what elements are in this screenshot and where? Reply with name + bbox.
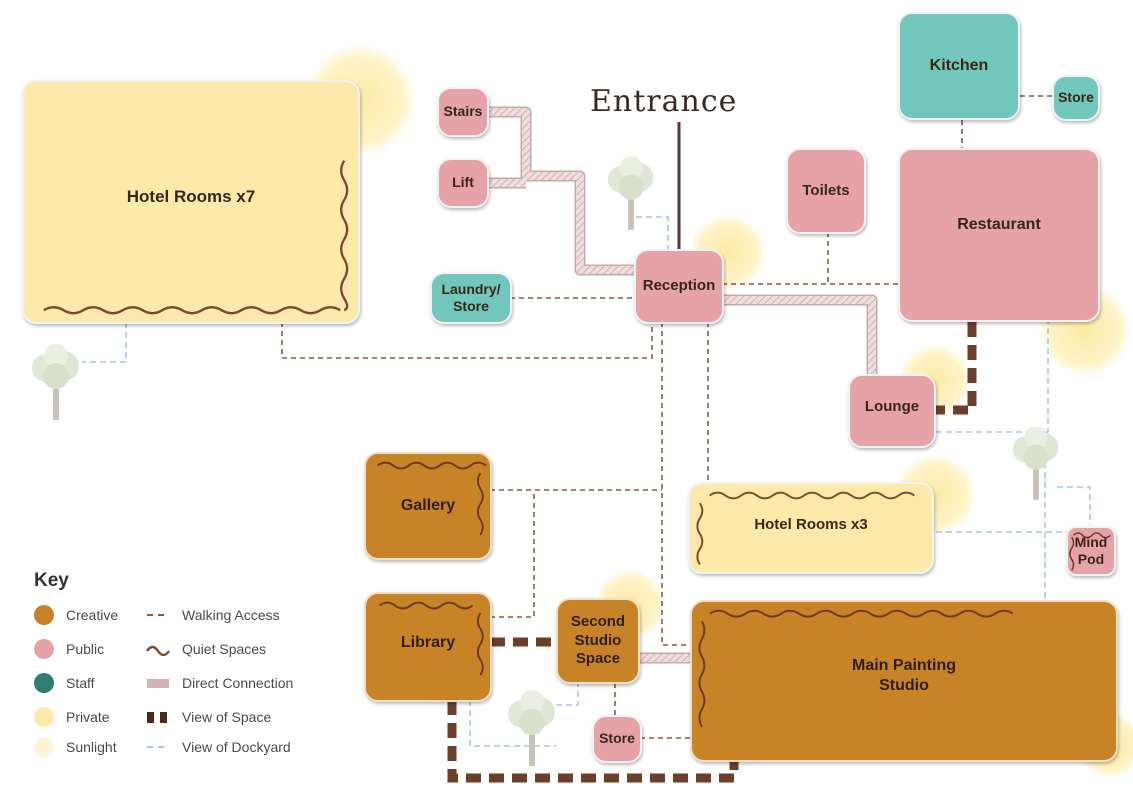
legend-item-view-of-space: View of Space	[146, 706, 271, 728]
walking-access-symbol	[147, 614, 169, 616]
room-stairs[interactable]: Stairs	[437, 87, 489, 137]
room-label: Toilets	[802, 181, 850, 199]
legend-item-creative: Creative	[34, 604, 118, 626]
room-label: Store	[1058, 89, 1094, 106]
room-label: Main Painting Studio	[852, 657, 956, 694]
legend: Key Creative Public Staff Private Sunlig…	[30, 570, 330, 770]
view-of-space-symbol	[147, 712, 167, 723]
direct-connection-symbol	[147, 679, 169, 688]
room-label: Second Studio Space	[570, 612, 626, 668]
legend-item-sunlight: Sunlight	[34, 736, 117, 758]
tree-icon	[607, 156, 654, 230]
legend-label: View of Space	[182, 709, 272, 725]
room-kitchen[interactable]: Kitchen	[898, 12, 1020, 120]
tree-icon	[508, 690, 555, 766]
room-reception[interactable]: Reception	[634, 249, 724, 324]
view-of-space-lines	[447, 322, 977, 783]
legend-item-walking-access: Walking Access	[146, 604, 280, 626]
room-library[interactable]: Library	[364, 592, 492, 702]
creative-swatch	[34, 605, 54, 625]
tree-icon	[32, 344, 79, 420]
legend-label: Staff	[66, 675, 95, 691]
staff-swatch	[34, 673, 54, 693]
view-of-dockyard-lines	[82, 216, 1091, 747]
legend-item-direct-connection: Direct Connection	[146, 672, 293, 694]
room-kitchen-store[interactable]: Store	[1052, 75, 1100, 121]
public-swatch	[34, 639, 54, 659]
legend-label: Walking Access	[182, 607, 280, 623]
room-label: Reception	[642, 277, 716, 295]
room-label: Lounge	[864, 397, 920, 415]
room-label: Kitchen	[929, 57, 989, 74]
room-label: Store	[599, 730, 635, 747]
room-main-painting-studio[interactable]: Main Painting Studio	[690, 600, 1118, 762]
legend-title: Key	[34, 570, 69, 591]
direct-connection-hatch	[488, 108, 876, 662]
legend-label: View of Dockyard	[182, 739, 291, 755]
view-of-dockyard-symbol	[147, 746, 169, 748]
legend-item-view-of-dockyard: View of Dockyard	[146, 736, 291, 758]
entrance-label: Entrance	[590, 84, 738, 119]
legend-label: Quiet Spaces	[182, 641, 267, 657]
room-label: Mind Pod	[1074, 533, 1108, 568]
room-restaurant[interactable]: Restaurant	[898, 148, 1100, 322]
room-label: Gallery	[400, 497, 456, 514]
sunlight-swatch	[34, 737, 54, 757]
legend-label: Direct Connection	[182, 675, 294, 691]
room-label: Library	[400, 634, 456, 651]
legend-label: Creative	[66, 607, 119, 623]
room-lift[interactable]: Lift	[437, 158, 489, 208]
room-label: Hotel Rooms x3	[754, 515, 868, 533]
legend-label: Sunlight	[66, 739, 117, 755]
tree-icon	[1012, 426, 1059, 500]
walking-access-lines	[281, 95, 1055, 739]
room-studio-store[interactable]: Store	[592, 715, 642, 763]
room-label: Lift	[452, 174, 474, 191]
room-label: Laundry/ Store	[441, 280, 501, 315]
room-mind-pod[interactable]: Mind Pod	[1066, 526, 1116, 576]
legend-item-private: Private	[34, 706, 110, 728]
room-second-studio-space[interactable]: Second Studio Space	[556, 598, 640, 684]
quiet-spaces-symbol	[146, 645, 170, 656]
room-lounge[interactable]: Lounge	[848, 374, 936, 448]
room-hotel-rooms-x3[interactable]: Hotel Rooms x3	[688, 482, 934, 574]
room-toilets[interactable]: Toilets	[786, 148, 866, 234]
room-label: Hotel Rooms x7	[126, 187, 256, 207]
private-swatch	[34, 707, 54, 727]
room-label: Restaurant	[957, 216, 1041, 233]
legend-label: Private	[66, 709, 110, 725]
room-gallery[interactable]: Gallery	[364, 452, 492, 560]
legend-label: Public	[66, 641, 105, 657]
room-label: Stairs	[443, 103, 483, 120]
room-laundry-store[interactable]: Laundry/ Store	[430, 272, 512, 324]
legend-item-public: Public	[34, 638, 104, 660]
room-hotel-rooms-x7[interactable]: Hotel Rooms x7	[22, 80, 360, 324]
legend-item-quiet-spaces: Quiet Spaces	[146, 638, 266, 660]
legend-item-staff: Staff	[34, 672, 95, 694]
